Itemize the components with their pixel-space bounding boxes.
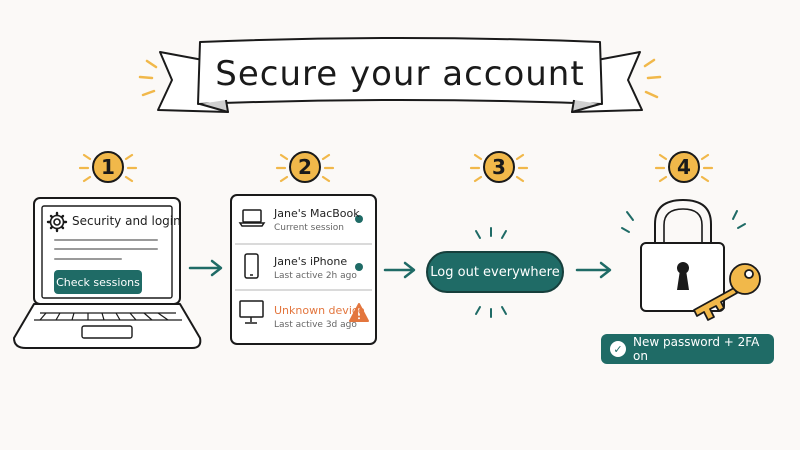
lock-sparkles [621, 210, 746, 233]
phone-icon [244, 253, 259, 279]
flow-arrows [188, 259, 612, 279]
step-3-number: 3 [492, 155, 506, 179]
session-device-name: Jane's MacBook [274, 207, 360, 220]
step-markers [78, 151, 714, 183]
settings-heading: Security and login [72, 214, 181, 228]
arrow-right-icon [383, 261, 416, 279]
title-banner [157, 37, 643, 113]
logout-sparkles [475, 227, 507, 318]
keyhole-icon [677, 262, 689, 290]
sessions-card [230, 194, 377, 345]
key-icon [693, 263, 761, 321]
page-title: Secure your account [215, 54, 585, 94]
step-2-number: 2 [298, 155, 312, 179]
step-3-marker [469, 151, 529, 183]
active-status-dot [355, 263, 363, 271]
step-4-marker [654, 151, 714, 183]
lock-and-key-icon [640, 198, 761, 321]
session-status: Last active 2h ago [274, 271, 357, 281]
session-device-name: Jane's iPhone [274, 255, 348, 268]
monitor-icon [239, 300, 264, 324]
step-1-marker [78, 151, 138, 183]
check-icon: ✓ [610, 341, 626, 357]
unknown-device-name: Unknown device [274, 304, 365, 317]
gear-icon [46, 211, 68, 233]
warning-icon [349, 303, 369, 322]
banner-sparkles [138, 58, 662, 99]
arrow-right-icon [188, 259, 223, 277]
arrow-right-icon [575, 261, 612, 279]
laptop-icon [238, 209, 266, 227]
session-status: Last active 3d ago [274, 320, 357, 330]
banner-body [197, 37, 603, 105]
log-out-everywhere-button[interactable]: Log out everywhere [426, 251, 564, 293]
session-status: Current session [274, 223, 344, 233]
check-sessions-button[interactable]: Check sessions [54, 270, 142, 294]
step-4-number: 4 [677, 155, 691, 179]
active-status-dot [355, 215, 363, 223]
completion-badge: ✓ New password + 2FA on [601, 334, 774, 364]
completion-badge-label: New password + 2FA on [633, 335, 760, 363]
placeholder-lines [54, 239, 158, 260]
step-2-marker [275, 151, 335, 183]
step-1-number: 1 [101, 155, 115, 179]
